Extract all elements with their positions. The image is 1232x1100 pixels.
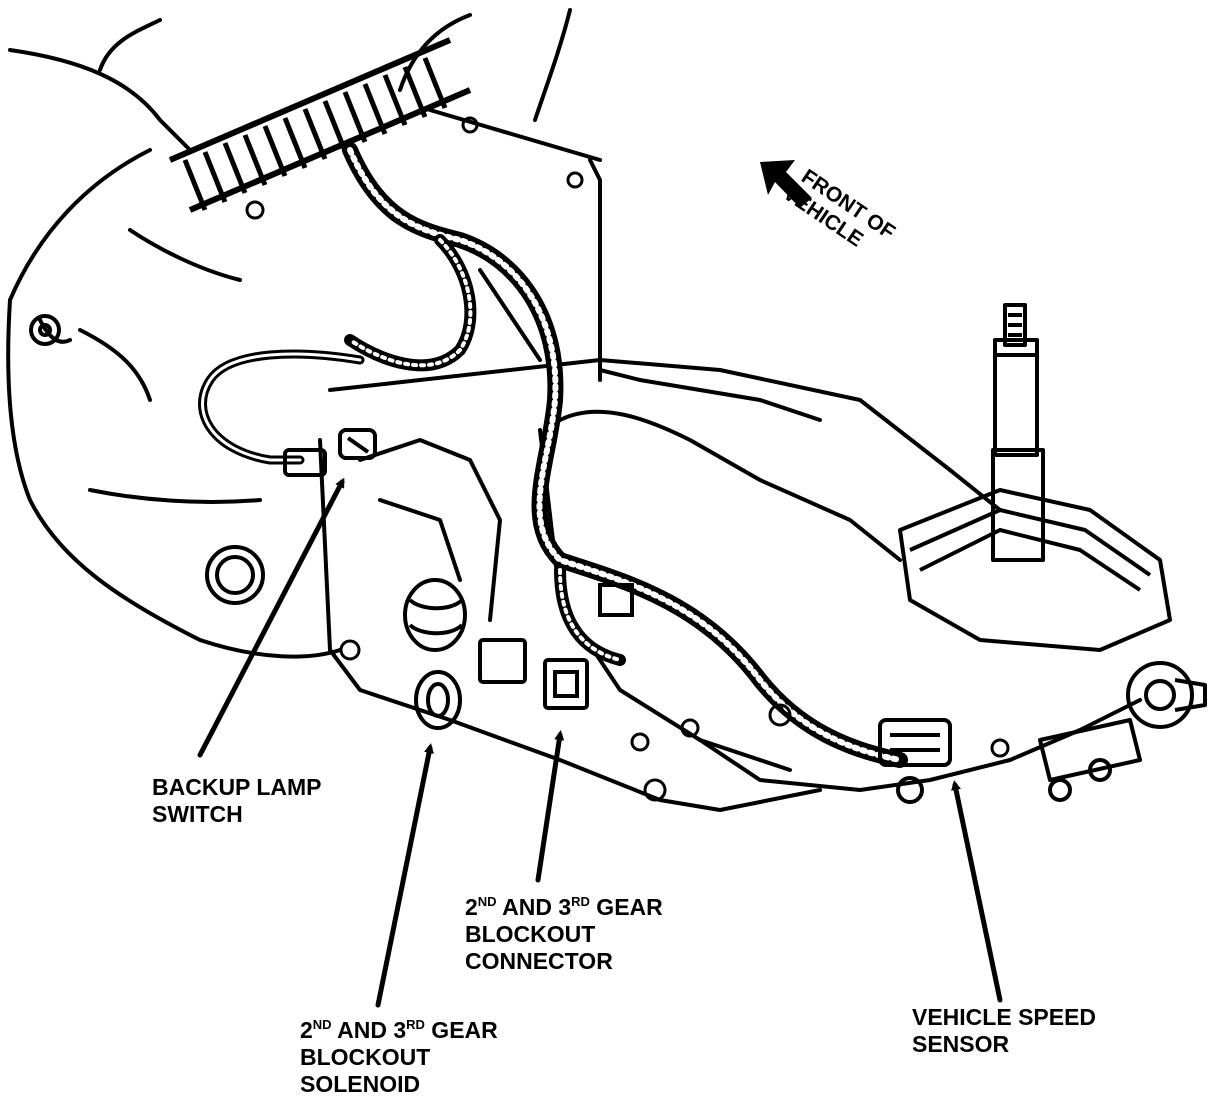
wiring-harness: [198, 142, 908, 768]
leader-arrows: [197, 477, 1003, 1008]
engine-block-outline: [6, 8, 572, 659]
blockout-connector-line-3: CONNECTOR: [465, 948, 613, 974]
blockout-connector-line-2: BLOCKOUT: [465, 921, 595, 947]
label-backup-lamp-switch: BACKUP LAMP SWITCH: [152, 774, 322, 827]
blockout-connector-part: [478, 583, 634, 710]
arrow-speed-sensor: [951, 780, 1003, 1003]
arrow-backup-lamp: [197, 477, 345, 758]
bolt-heads: [245, 116, 1010, 802]
arrow-blockout-connector: [535, 730, 565, 883]
label-blockout-connector: 2ND AND 3RD GEAR BLOCKOUT CONNECTOR: [465, 894, 663, 974]
label-vehicle-speed-sensor: VEHICLE SPEED SENSOR: [912, 1004, 1096, 1057]
shifter-tower: [898, 303, 1172, 652]
vehicle-speed-sensor-part: [878, 718, 952, 804]
blockout-connector-line-1: 2ND AND 3RD GEAR: [465, 894, 663, 920]
transmission-case: [318, 108, 1142, 812]
backup-lamp-line-1: BACKUP LAMP: [152, 774, 322, 800]
front-of-vehicle-indicator: FRONT OF VEHICLE: [760, 160, 899, 252]
hose-ribs: [182, 57, 448, 211]
blockout-solenoid-line-2: BLOCKOUT: [300, 1044, 430, 1070]
blockout-solenoid-line-1: 2ND AND 3RD GEAR: [300, 1017, 498, 1043]
speed-sensor-line-2: SENSOR: [912, 1031, 1010, 1057]
backup-lamp-switch-part: [283, 428, 377, 477]
blockout-solenoid-line-3: SOLENOID: [300, 1071, 420, 1097]
label-blockout-solenoid: 2ND AND 3RD GEAR BLOCKOUT SOLENOID: [300, 1017, 498, 1097]
arrow-blockout-solenoid: [375, 743, 434, 1008]
ribbed-hose: [168, 37, 472, 213]
blockout-solenoid-part: [403, 578, 467, 730]
direction-arrow-icon: [760, 160, 812, 208]
backup-lamp-line-2: SWITCH: [152, 801, 243, 827]
output-yoke: [1038, 661, 1207, 802]
speed-sensor-line-1: VEHICLE SPEED: [912, 1004, 1096, 1030]
